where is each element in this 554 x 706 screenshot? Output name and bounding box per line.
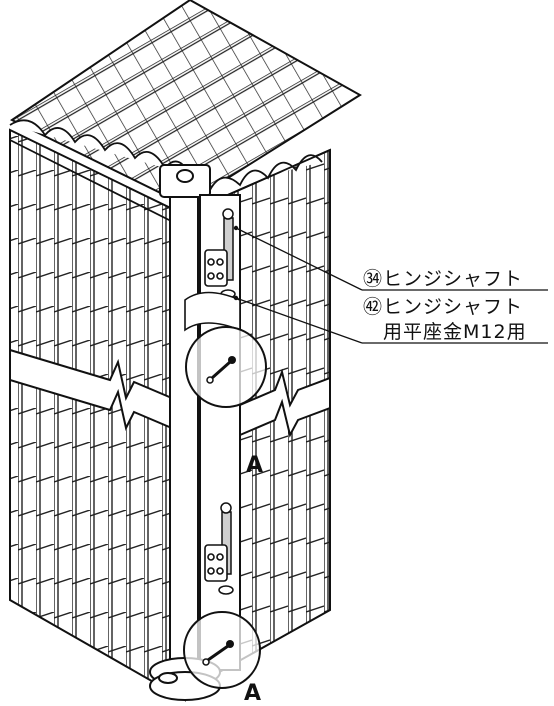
hinge-shaft-lower-nut — [220, 502, 232, 514]
corner-post — [169, 194, 199, 696]
callout-34: ㉞ヒンジシャフト — [363, 268, 523, 290]
callout-34-text: ヒンジシャフト — [383, 268, 523, 290]
leader-tip-34 — [233, 225, 239, 231]
detail-mark-upper: A — [246, 453, 263, 478]
top-mesh-panel — [10, 0, 362, 207]
detail-circle-lower — [183, 611, 261, 689]
hinge-shaft-top-nut — [222, 208, 234, 220]
callout-42: ㊷ヒンジシャフト — [363, 296, 523, 318]
callout-42-number: ㊷ — [363, 296, 383, 318]
leader-tip-42 — [233, 295, 239, 301]
callout-42-line2: 用平座金M12用 — [383, 321, 527, 343]
hinge-washer-lower — [218, 585, 234, 595]
callout-42-text: ヒンジシャフト — [383, 296, 523, 318]
callout-34-number: ㉞ — [363, 268, 383, 290]
post-cap-bolt — [176, 169, 194, 183]
detail-mark-lower: A — [244, 681, 261, 706]
detail-circle-upper — [185, 326, 267, 408]
upper-hinge-plate — [204, 249, 228, 287]
lower-hinge-plate — [204, 544, 228, 582]
leader-lines — [235, 227, 548, 344]
